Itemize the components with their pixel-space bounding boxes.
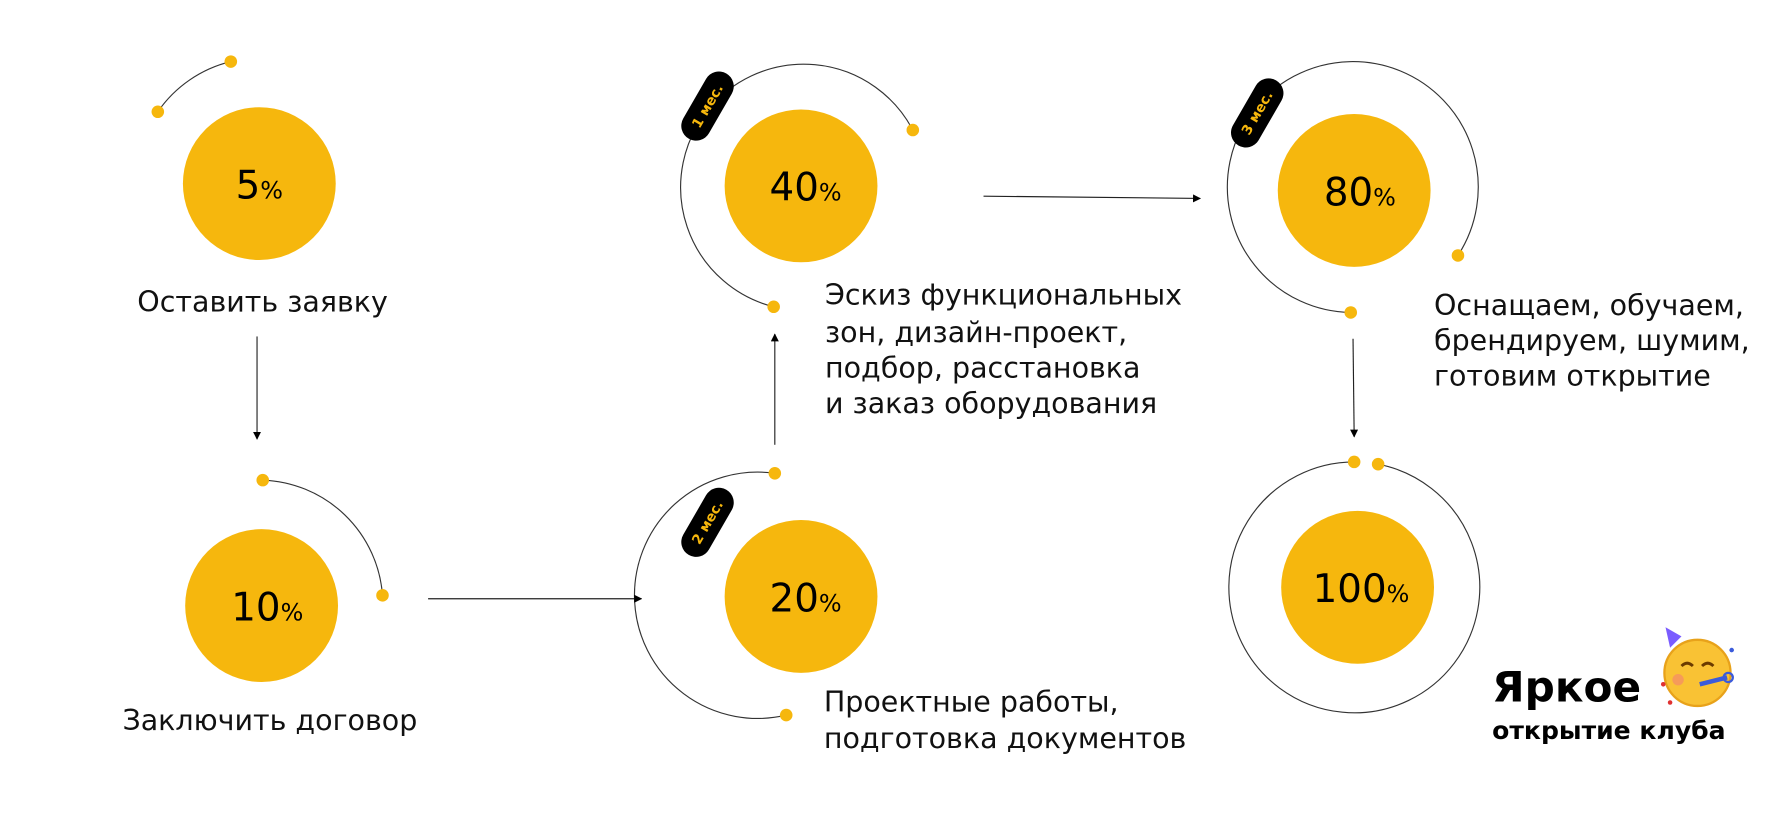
dot xyxy=(1344,306,1358,319)
finale-title: Яркое xyxy=(1492,662,1641,711)
dot xyxy=(767,300,780,314)
arc-80 xyxy=(1226,61,1479,314)
label-line: зон, дизайн-проект, xyxy=(825,316,1127,349)
label-step-10: Заключить договор xyxy=(122,704,417,737)
step-circle-80 xyxy=(1277,114,1431,267)
label-line: Проектные работы, xyxy=(824,686,1119,719)
label-line: готовим открытие xyxy=(1434,359,1711,392)
percent-5: 5% xyxy=(236,163,283,208)
arrows xyxy=(253,194,1359,603)
label-line: подготовка документов xyxy=(824,722,1186,755)
badge-1-month: 1 мес. xyxy=(681,71,734,141)
step-circle-100 xyxy=(1281,510,1435,664)
badge-3-months: 3 мес. xyxy=(1231,78,1284,148)
label-line: подбор, расстановка xyxy=(825,351,1141,384)
step-circle-40 xyxy=(724,109,878,263)
percent-10: 10% xyxy=(231,585,303,630)
dot xyxy=(1347,455,1361,469)
arc-dots xyxy=(151,55,1465,722)
dot xyxy=(151,105,165,119)
dot xyxy=(224,55,238,68)
dot xyxy=(1451,249,1465,262)
label-line: и заказ оборудования xyxy=(825,387,1157,420)
finale-subtitle: открытие клуба xyxy=(1492,716,1725,745)
percent-20: 20% xyxy=(770,576,842,621)
arrow-down xyxy=(1350,338,1359,438)
party-face-icon xyxy=(1660,627,1734,708)
label-line: Оснащаем, обучаем, xyxy=(1434,289,1744,322)
step-circle-5 xyxy=(182,107,336,261)
label-line: Эскиз функциональных xyxy=(825,279,1182,312)
percent-100: 100% xyxy=(1313,567,1410,612)
arrow-right xyxy=(983,194,1202,203)
dot xyxy=(768,467,782,480)
dot xyxy=(376,589,389,602)
label-step-40: Эскиз функциональных зон, дизайн-проект,… xyxy=(825,279,1182,420)
step-circle-20 xyxy=(724,520,878,673)
label-step-20: Проектные работы, подготовка документов xyxy=(824,686,1186,755)
label-line: брендируем, шумим, xyxy=(1434,324,1750,357)
label-step-80: Оснащаем, обучаем, брендируем, шумим, го… xyxy=(1434,289,1750,393)
label-step-5: Оставить заявку xyxy=(137,285,388,318)
step-circles xyxy=(182,107,1435,683)
dot xyxy=(256,473,270,487)
arc-10 xyxy=(262,479,384,596)
dot xyxy=(779,708,793,722)
dot xyxy=(1371,457,1385,471)
arc-5 xyxy=(157,61,231,113)
percent-40: 40% xyxy=(770,166,842,211)
arc-100 xyxy=(1228,461,1481,714)
dot xyxy=(906,123,920,137)
step-circle-10 xyxy=(185,529,339,683)
percent-80: 80% xyxy=(1324,170,1396,215)
badge-2-months: 2 мес. xyxy=(681,487,734,557)
